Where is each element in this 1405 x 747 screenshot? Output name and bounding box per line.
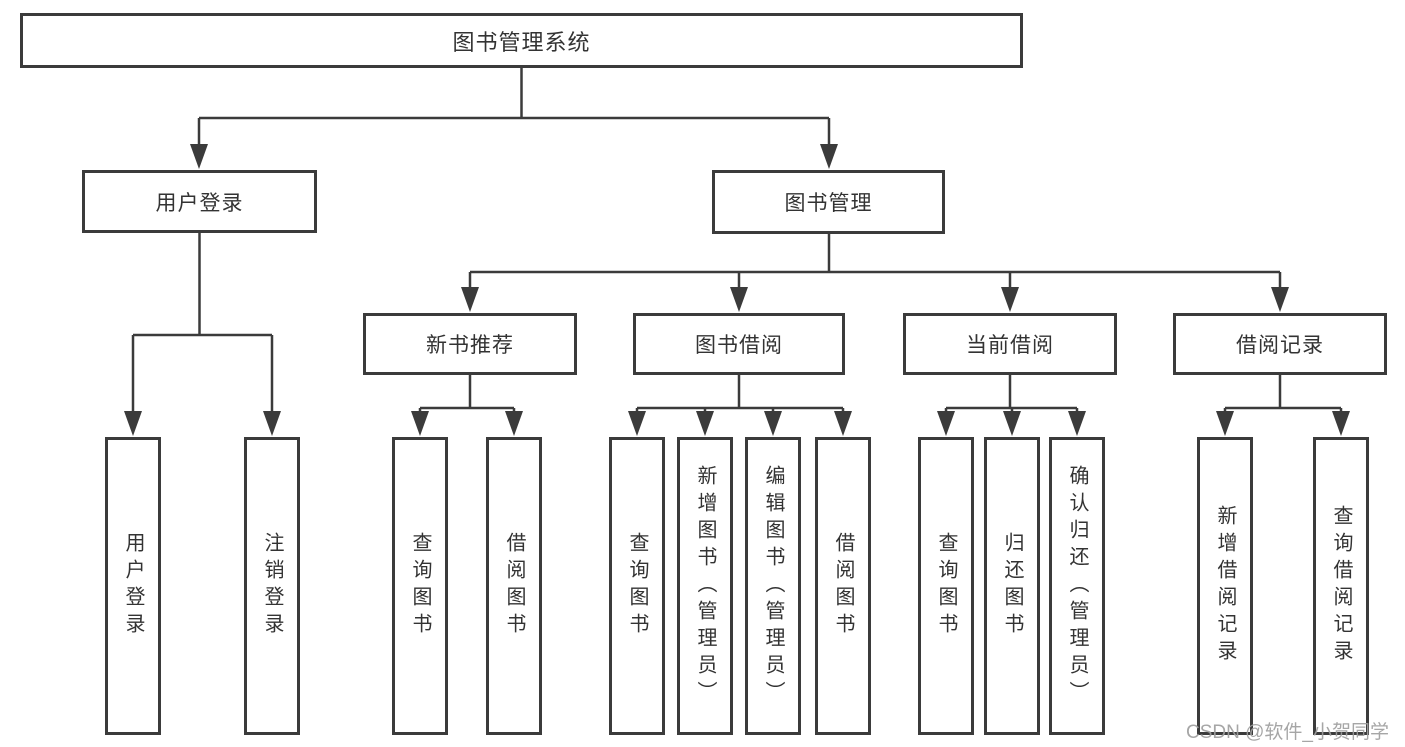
connector-user-login-branch bbox=[131, 233, 274, 415]
node-label: 确认归还（管理员） bbox=[1066, 464, 1088, 708]
node-label: 图书管理 bbox=[784, 192, 873, 215]
node-borrow-records: 借阅记录 bbox=[1173, 313, 1387, 375]
leaf-bb-edit-books-admin: 编辑图书（管理员） bbox=[745, 437, 801, 735]
node-label: 编辑图书（管理员） bbox=[762, 464, 784, 708]
node-user-login: 用户登录 bbox=[82, 170, 317, 233]
arrowhead-icon bbox=[190, 144, 208, 169]
arrowhead-icon bbox=[730, 287, 748, 312]
arrowhead-icon bbox=[1068, 411, 1086, 436]
node-book-management: 图书管理 bbox=[712, 170, 945, 234]
connector-borrow-records-branch bbox=[1223, 375, 1343, 415]
arrowhead-icon bbox=[411, 411, 429, 436]
node-label: 查询借阅记录 bbox=[1330, 505, 1352, 667]
node-label: 借阅图书 bbox=[832, 532, 854, 640]
leaf-cb-query-books: 查询图书 bbox=[918, 437, 974, 735]
leaf-nb-query-books: 查询图书 bbox=[392, 437, 448, 735]
node-label: 归还图书 bbox=[1001, 532, 1023, 640]
leaf-bb-add-books-admin: 新增图书（管理员） bbox=[677, 437, 733, 735]
connector-book-borrow-branch bbox=[635, 375, 845, 415]
node-label: 注销登录 bbox=[261, 532, 283, 640]
node-root: 图书管理系统 bbox=[20, 13, 1023, 68]
leaf-logout: 注销登录 bbox=[244, 437, 300, 735]
arrowheads bbox=[124, 144, 1350, 436]
node-label: 用户登录 bbox=[122, 532, 144, 640]
connector-current-borrow-branch bbox=[944, 375, 1079, 415]
leaf-cb-return-books: 归还图书 bbox=[984, 437, 1040, 735]
node-label: 用户登录 bbox=[155, 191, 244, 215]
node-label: 图书借阅 bbox=[695, 334, 783, 357]
arrowhead-icon bbox=[1271, 287, 1289, 312]
arrowhead-icon bbox=[1003, 411, 1021, 436]
arrowhead-icon bbox=[1216, 411, 1234, 436]
connector-root-to-level2 bbox=[197, 68, 831, 150]
connector-book-management-branch bbox=[468, 234, 1282, 292]
leaf-user-login: 用户登录 bbox=[105, 437, 161, 735]
arrowhead-icon bbox=[1001, 287, 1019, 312]
arrowhead-icon bbox=[820, 144, 838, 169]
leaf-nb-borrow-books: 借阅图书 bbox=[486, 437, 542, 735]
csdn-watermark: CSDN @软件_小贺同学 bbox=[1186, 722, 1389, 743]
leaf-cb-confirm-return-admin: 确认归还（管理员） bbox=[1049, 437, 1105, 735]
node-book-borrow: 图书借阅 bbox=[633, 313, 845, 375]
node-label: 新增借阅记录 bbox=[1214, 505, 1236, 667]
leaf-bb-query-books: 查询图书 bbox=[609, 437, 665, 735]
connector-new-book-branch bbox=[418, 375, 516, 415]
arrowhead-icon bbox=[263, 411, 281, 436]
node-label: 借阅记录 bbox=[1236, 334, 1324, 357]
leaf-br-query-record: 查询借阅记录 bbox=[1313, 437, 1369, 735]
node-label: 查询图书 bbox=[626, 532, 648, 640]
node-new-book-recommend: 新书推荐 bbox=[363, 313, 577, 375]
arrowhead-icon bbox=[764, 411, 782, 436]
arrowhead-icon bbox=[937, 411, 955, 436]
arrowhead-icon bbox=[505, 411, 523, 436]
arrowhead-icon bbox=[628, 411, 646, 436]
node-current-borrow: 当前借阅 bbox=[903, 313, 1117, 375]
arrowhead-icon bbox=[461, 287, 479, 312]
arrowhead-icon bbox=[1332, 411, 1350, 436]
leaf-bb-borrow-books: 借阅图书 bbox=[815, 437, 871, 735]
node-label: 新增图书（管理员） bbox=[694, 464, 716, 708]
node-label: 查询图书 bbox=[935, 532, 957, 640]
node-label: 当前借阅 bbox=[966, 334, 1054, 357]
node-label: 查询图书 bbox=[409, 532, 431, 640]
node-label: 借阅图书 bbox=[503, 532, 525, 640]
arrowhead-icon bbox=[834, 411, 852, 436]
node-label: 图书管理系统 bbox=[452, 29, 591, 55]
arrowhead-icon bbox=[124, 411, 142, 436]
leaf-br-add-record: 新增借阅记录 bbox=[1197, 437, 1253, 735]
arrowhead-icon bbox=[696, 411, 714, 436]
node-label: 新书推荐 bbox=[426, 334, 514, 357]
